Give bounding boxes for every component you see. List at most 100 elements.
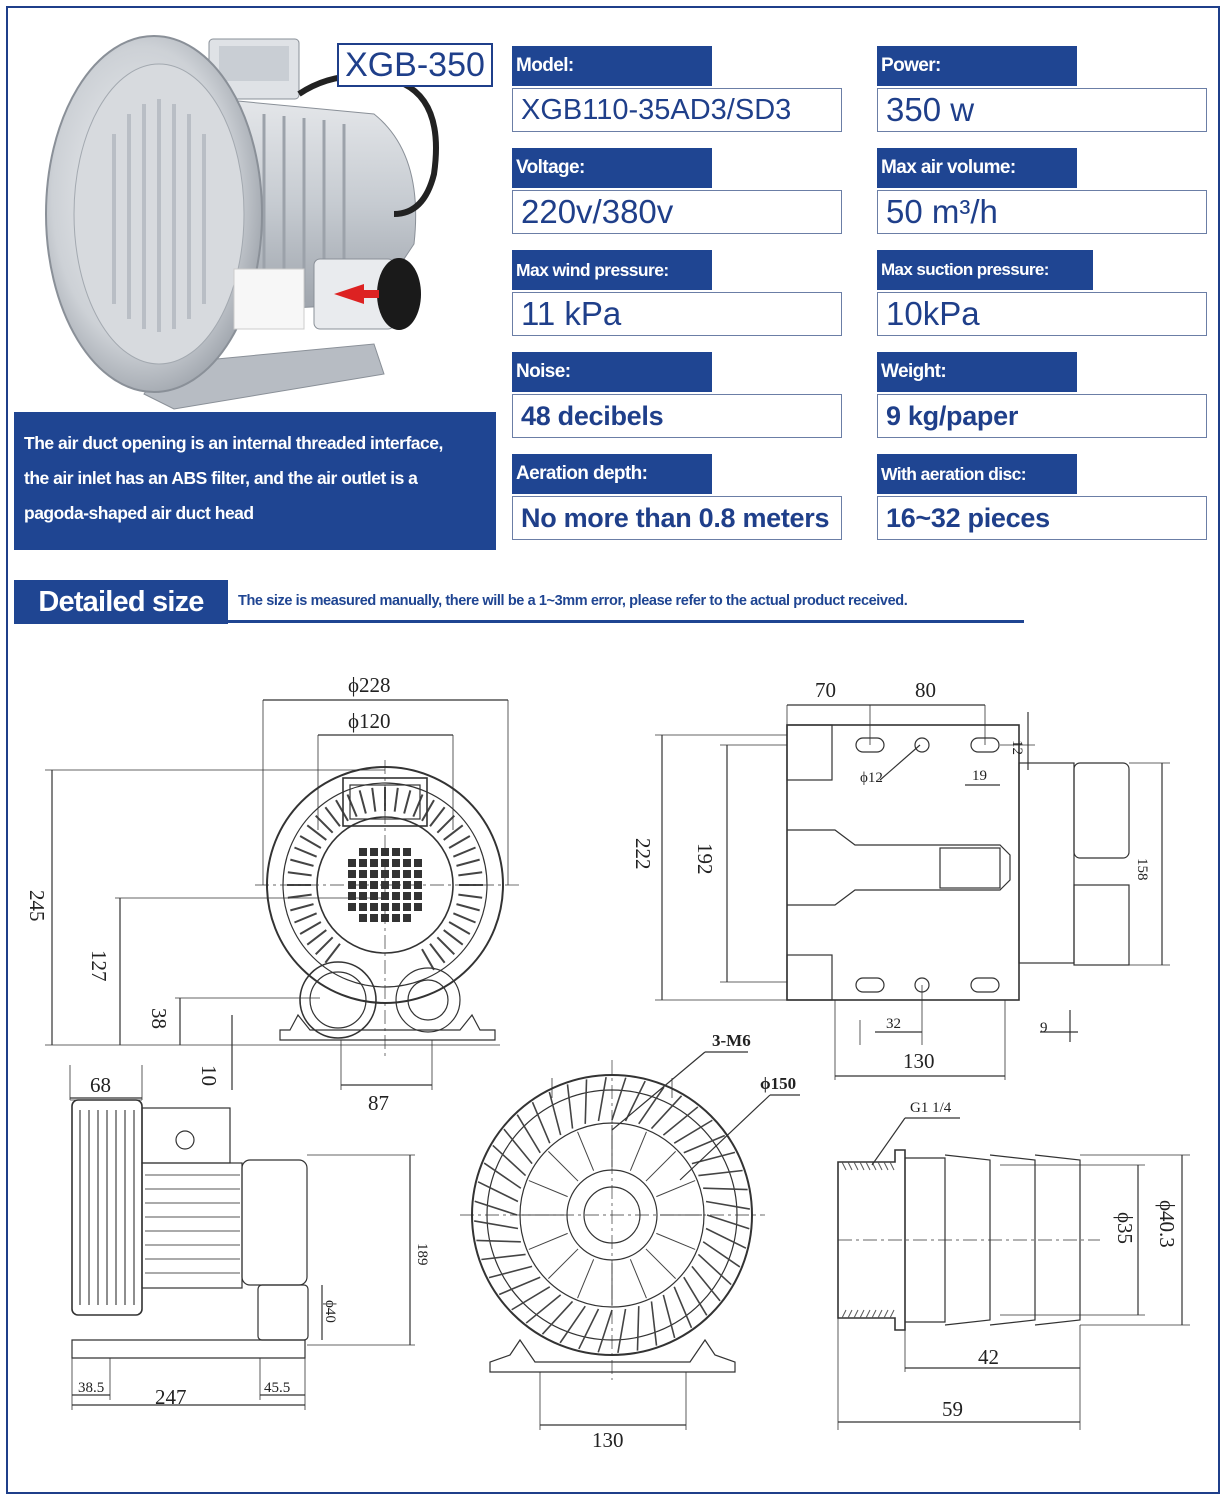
drawing-stroke [706,1214,750,1230]
spec-value: No more than 0.8 meters [512,496,842,540]
spec-label: Max wind pressure: [512,250,712,290]
drawing-stroke [853,1309,859,1319]
spec-value: 9 kg/paper [877,394,1207,438]
drawing-stroke [358,790,367,814]
dim-top-s19: 19 [972,768,987,784]
drawing-stroke [662,1294,676,1339]
front-view [45,699,520,1090]
drawing-stroke [516,1114,541,1154]
page-frame [6,6,1220,1494]
nozzle-view [837,1117,1190,1430]
drawing-stroke [656,1232,696,1250]
spec-value: 350 w [877,88,1207,132]
drawing-stroke [393,787,399,812]
drawing-stroke [889,1309,895,1319]
drawing-stroke [436,936,456,956]
drawing-stroke [683,1134,726,1154]
vent-hole [359,914,367,922]
dim-inlet-3m6: 3-M6 [712,1031,751,1050]
drawing-stroke [481,1253,526,1261]
vent-hole [348,870,356,878]
dim-front-w87: 87 [368,1091,389,1115]
drawing-stroke [597,1309,613,1353]
mount-hole [914,737,930,753]
dim-top-w80: 80 [915,678,936,702]
description-line: pagoda-shaped air duct head [24,503,254,523]
dim-top-h158: 158 [1134,858,1150,881]
dim-top-w32: 32 [886,1016,901,1032]
vent-hole [381,848,389,856]
drawing-stroke [287,893,312,899]
drawing-stroke [617,1308,627,1354]
drawing-stroke [645,1151,676,1182]
drawing-stroke [452,912,476,924]
drawing-stroke [290,858,314,867]
description-box: The air duct opening is an internal thre… [14,412,496,550]
drawing-stroke [541,1300,574,1335]
drawing-stroke [702,1241,741,1268]
drawing-stroke [458,893,483,899]
drawing-stroke [877,1161,883,1171]
drawing-stroke [859,1309,865,1319]
drawing-stroke [525,1294,562,1324]
dim-nozzle-d35: ϕ35 [1113,1212,1137,1244]
vent-hole [403,870,411,878]
drawing-stroke [306,929,327,946]
drawing-stroke [346,794,358,818]
drawing-stroke [548,1091,562,1136]
drawing-stroke [503,1128,533,1165]
model-tag: XGB-350 [337,43,493,87]
mount-slot [970,977,1000,993]
dim-front-d120: ϕ120 [348,709,391,733]
drawing-stroke [841,1161,847,1171]
dim-nozzle-d40-3: ϕ40.3 [1155,1200,1179,1248]
dim-front-d228: ϕ228 [348,673,391,697]
drawing-stroke [421,799,435,822]
dim-side-w45-5: 45.5 [264,1380,290,1396]
vent-hole [348,903,356,911]
vent-hole [359,848,367,856]
drawing-stroke [645,1248,676,1279]
drawing-stroke [429,806,446,827]
drawing-stroke [511,1286,551,1311]
spec-value: XGB110-35AD3/SD3 [512,88,842,132]
drawing-stroke [528,1180,568,1198]
blower-product-photo [45,35,439,410]
drawing-stroke [528,1232,568,1250]
drawing-stroke [324,943,341,964]
dim-front-h10: 10 [197,1065,221,1086]
drawing-stroke [650,1301,658,1346]
dim-side-d40: ϕ40 [322,1300,338,1323]
drawing-stroke [436,814,456,834]
drawing-stroke [865,1309,871,1319]
vent-hole [392,870,400,878]
vent-hole [392,881,400,889]
drawing-stroke [650,1095,683,1130]
vent-hole [414,903,422,911]
dim-top-s12: 12 [1009,740,1025,755]
spec-label: Noise: [512,352,712,392]
drawing-stroke [691,1265,721,1302]
drawing-stroke [673,1286,693,1329]
drawing-stroke [705,1200,751,1210]
vent-hole [392,848,400,856]
drawing-stroke [548,1151,579,1182]
dim-side-h189: 189 [414,1243,430,1266]
drawing-stroke [865,1161,871,1171]
drawing-stroke [531,1101,551,1144]
vent-hole [370,848,378,856]
drawing-stroke [673,1119,713,1144]
drawing-stroke [476,1239,521,1243]
vent-hole [392,903,400,911]
spec-value: 16~32 pieces [877,496,1207,540]
vent-hole [403,859,411,867]
vent-hole [403,914,411,922]
spec-value: 48 decibels [512,394,842,438]
vent-hole [348,892,356,900]
vent-hole [392,892,400,900]
drawing-stroke [577,1259,595,1299]
dim-inlet-d150: ϕ150 [760,1074,796,1093]
spec-value: 50 m³/h [877,190,1207,234]
drawing-stroke [656,1180,696,1198]
